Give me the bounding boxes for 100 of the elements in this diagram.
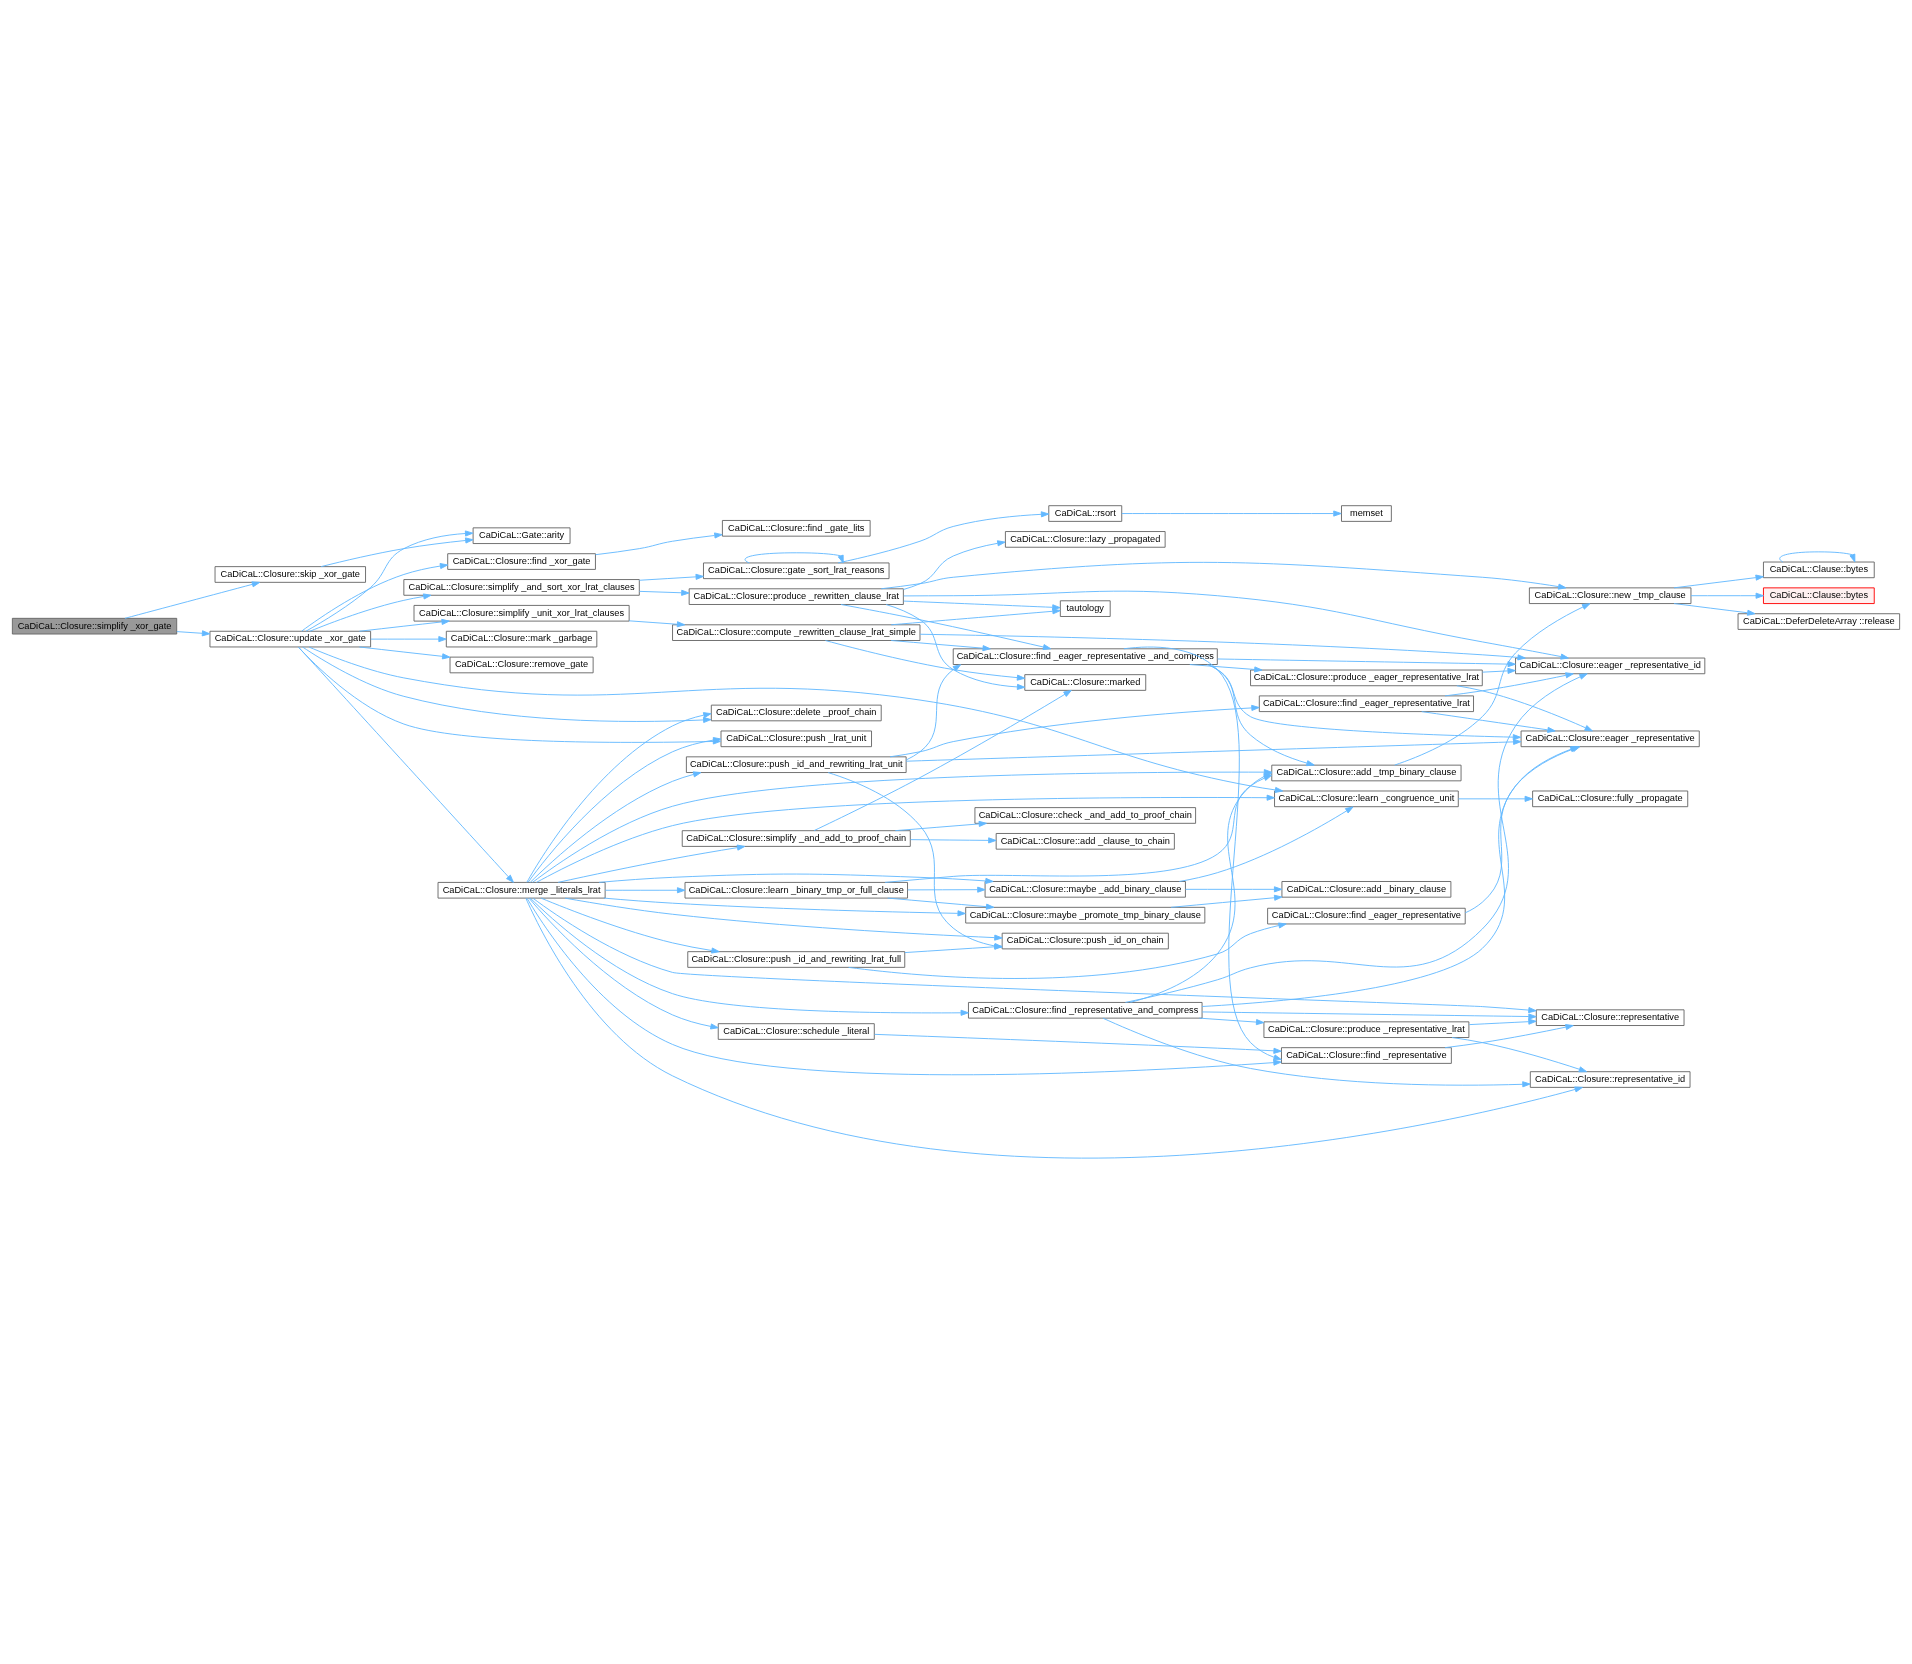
node-box: CaDiCaL::Clause::bytes <box>1763 561 1875 579</box>
node-box: CaDiCaL::Closure::marked <box>1024 674 1147 691</box>
arrow <box>598 873 994 884</box>
arrow <box>840 604 1052 651</box>
node-box: CaDiCaL::Closure::add _binary_clause <box>1281 881 1452 898</box>
arrow <box>595 532 723 556</box>
node-box: CaDiCaL::Closure::delete _proof_chain <box>710 704 882 722</box>
arrow <box>1185 886 1283 893</box>
arrow <box>1690 592 1764 599</box>
arrow <box>1208 664 1315 767</box>
arrow <box>358 646 451 660</box>
arrow <box>905 738 1522 762</box>
arrow <box>536 794 1275 883</box>
arrow <box>526 712 712 883</box>
node-box: CaDiCaL::Closure::simplify _and_sort_xor_lrat_clauses <box>403 579 640 596</box>
arrow <box>880 561 1567 590</box>
node-box: CaDiCaL::Closure::push _id_on_chain <box>1001 932 1169 950</box>
node-box: CaDiCaL::Closure::check _and_add_to_proof_chain <box>974 807 1197 824</box>
arrow <box>1444 672 1574 697</box>
node-box: CaDiCaL::Closure::lazy _propagated <box>1004 531 1166 548</box>
arrow <box>370 636 447 643</box>
node-box: CaDiCaL::Closure::mark _garbage <box>445 630 598 648</box>
arrow <box>890 640 991 652</box>
arrow <box>302 646 712 723</box>
arrow <box>526 897 1282 1076</box>
arrow <box>564 897 1003 941</box>
node-box: CaDiCaL::Closure::learn _congruence_unit <box>1274 790 1459 808</box>
arrow <box>176 630 211 637</box>
arrow <box>532 897 1537 1014</box>
node-box: CaDiCaL::Clause::bytes <box>1763 587 1875 605</box>
arrow <box>885 604 1026 690</box>
node-box: CaDiCaL::Closure::find _xor_gate <box>447 553 596 570</box>
arrow <box>1121 510 1342 517</box>
arrow <box>358 618 450 632</box>
arrow <box>1207 664 1522 741</box>
arrow <box>638 573 704 581</box>
arrow <box>889 704 1260 758</box>
arrow <box>628 620 686 628</box>
arrow <box>540 897 720 954</box>
arrow <box>903 590 1569 660</box>
arrow <box>907 886 986 893</box>
arrow <box>301 563 449 632</box>
arrow <box>1451 1037 1588 1073</box>
node-box: CaDiCaL::Closure::simplify _xor_gate <box>11 617 178 635</box>
node-box: CaDiCaL::Closure::update _xor_gate <box>209 630 372 648</box>
node-box: CaDiCaL::Closure::fully _propagate <box>1532 790 1689 808</box>
arrow <box>1468 1018 1537 1026</box>
arrow <box>529 771 702 883</box>
arrow <box>894 820 987 832</box>
arrow <box>1444 1024 1574 1049</box>
node-box: CaDiCaL::Closure::schedule _literal <box>717 1023 875 1040</box>
arrow <box>903 600 1061 611</box>
arrow <box>603 897 966 917</box>
arrow <box>890 608 1061 626</box>
arrow <box>525 897 1583 1159</box>
arrow <box>1456 685 1593 732</box>
arrow <box>528 897 719 1030</box>
arrow <box>309 593 432 632</box>
arrow <box>529 897 969 1016</box>
arrow <box>905 664 962 761</box>
arrow <box>1123 646 1282 1061</box>
arrow <box>1198 1017 1265 1026</box>
arrow <box>638 589 690 596</box>
arrow <box>557 844 746 883</box>
arrow <box>305 530 474 632</box>
node-box: CaDiCaL::Closure::skip _xor_gate <box>214 566 366 583</box>
arrow <box>1189 664 1263 673</box>
node-box: CaDiCaL::Closure::push _id_and_rewriting_lrat_unit <box>685 756 907 773</box>
node-box: CaDiCaL::Gate::arity <box>472 527 571 544</box>
node-box: CaDiCaL::Closure::gate _sort_lrat_reasons <box>703 562 890 580</box>
arrow <box>1779 551 1856 563</box>
arrow <box>124 581 261 619</box>
arrow <box>848 922 1287 979</box>
node-box: CaDiCaL::Closure::learn _binary_tmp_or_full_clause <box>684 881 908 899</box>
node-box: CaDiCaL::Closure::eager _representative_id <box>1515 657 1706 675</box>
node-box: CaDiCaL::Closure::simplify _unit_xor_lrat_clauses <box>413 604 630 622</box>
arrow <box>605 887 686 894</box>
arrow <box>1217 658 1516 668</box>
arrow <box>813 690 1072 832</box>
arrow <box>1178 806 1354 882</box>
node-box: CaDiCaL::Closure::new _tmp_clause <box>1528 587 1692 605</box>
node-box: tautology <box>1059 600 1111 617</box>
arrow <box>919 633 1526 661</box>
node-box: CaDiCaL::Closure::maybe _add_binary_clause <box>984 881 1186 898</box>
arrow <box>837 511 1050 564</box>
node-box: CaDiCaL::Closure::push _id_and_rewriting_lrat_full <box>687 951 906 968</box>
node-box: CaDiCaL::Closure::add _clause_to_chain <box>995 833 1175 850</box>
node-box: CaDiCaL::Closure::remove_gate <box>449 656 594 674</box>
arrow <box>824 640 1026 681</box>
arrow <box>1458 795 1533 802</box>
node-box: CaDiCaL::Closure::produce _rewritten_clause_lrat <box>688 588 904 605</box>
node-box: CaDiCaL::Closure::representative <box>1535 1009 1685 1026</box>
node-box: CaDiCaL::Closure::eager _representative <box>1520 730 1700 748</box>
arrow <box>1125 673 1588 1003</box>
node-box: CaDiCaL::DeferDeleteArray ::release <box>1737 613 1901 630</box>
arrow <box>902 540 1006 590</box>
node-box: CaDiCaL::Closure::produce _representative_lrat <box>1263 1021 1470 1038</box>
node-box: CaDiCaL::Closure::push _lrat_unit <box>720 730 872 748</box>
node-box: CaDiCaL::Closure::maybe _promote_tmp_binary_clause <box>965 906 1206 924</box>
node-box: CaDiCaL::Closure::find _eager_representative _and_compress <box>952 648 1218 665</box>
